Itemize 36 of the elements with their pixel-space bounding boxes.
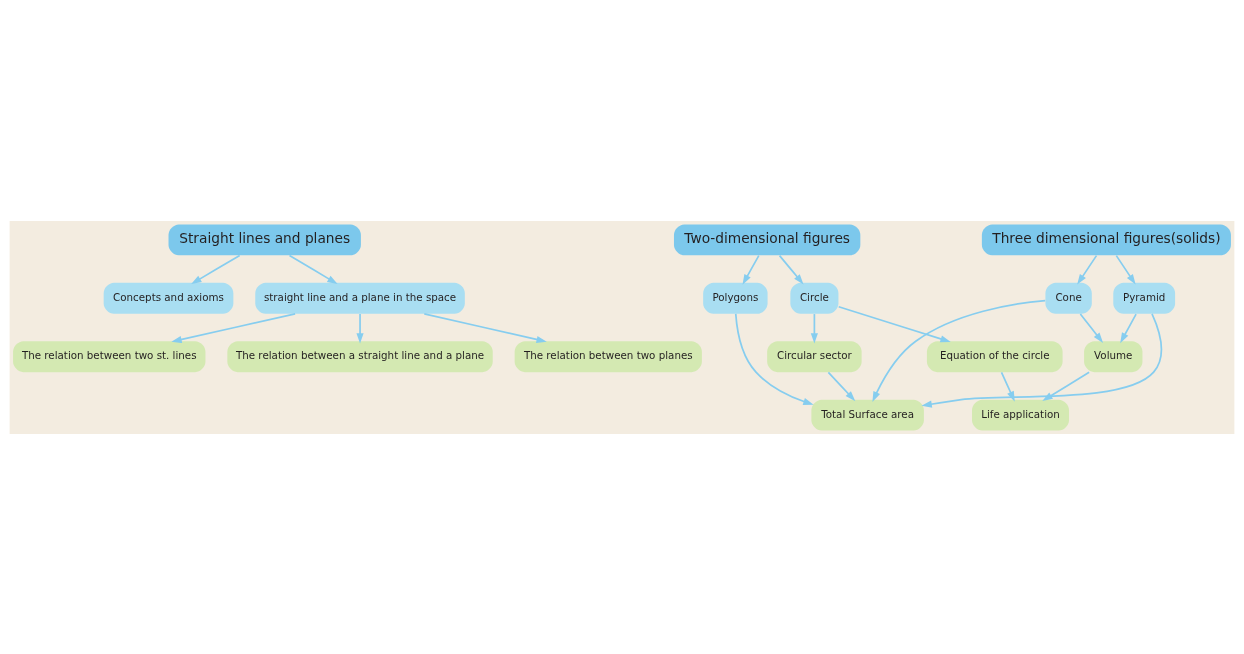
arrow <box>778 254 804 284</box>
arrow <box>1079 312 1104 343</box>
arrow <box>1042 370 1090 401</box>
node-box: Circle <box>790 282 839 314</box>
arrow <box>1077 254 1098 285</box>
arrow <box>734 312 814 405</box>
arrow <box>1115 254 1136 285</box>
node-box: Three dimensional figures(solids) <box>981 223 1231 255</box>
node-box: straight line and a plane in the space <box>255 282 465 314</box>
arrow <box>356 312 364 343</box>
arrow <box>288 254 338 284</box>
arrow <box>171 312 296 343</box>
arrow <box>742 254 760 285</box>
arrow <box>837 305 951 342</box>
node-box: Total Surface area <box>811 399 924 431</box>
arrow <box>810 312 818 343</box>
node-box: Life application <box>972 399 1070 431</box>
node-box: Pyramid <box>1113 282 1176 314</box>
node-box: Straight lines and planes <box>168 223 361 255</box>
node-box: Two-dimensional figures <box>673 223 861 255</box>
arrow <box>921 312 1163 408</box>
node-box: Volume <box>1084 340 1143 372</box>
arrow <box>1000 371 1015 402</box>
arrow <box>423 312 547 343</box>
arrow <box>1120 312 1137 343</box>
node-box: The relation between a straight line and a plane <box>227 340 493 372</box>
arrow <box>827 371 856 401</box>
node-box: Cone <box>1045 282 1092 314</box>
node-box: Circular sector <box>767 340 862 372</box>
arrow <box>872 299 1047 402</box>
node-box: The relation between two planes <box>514 340 702 372</box>
node-box: Equation of the circle <box>926 340 1063 372</box>
node-box: Concepts and axioms <box>103 282 234 314</box>
node-box: The relation between two st. lines <box>13 340 206 372</box>
node-box: Polygons <box>703 282 768 314</box>
arrow <box>191 254 241 284</box>
